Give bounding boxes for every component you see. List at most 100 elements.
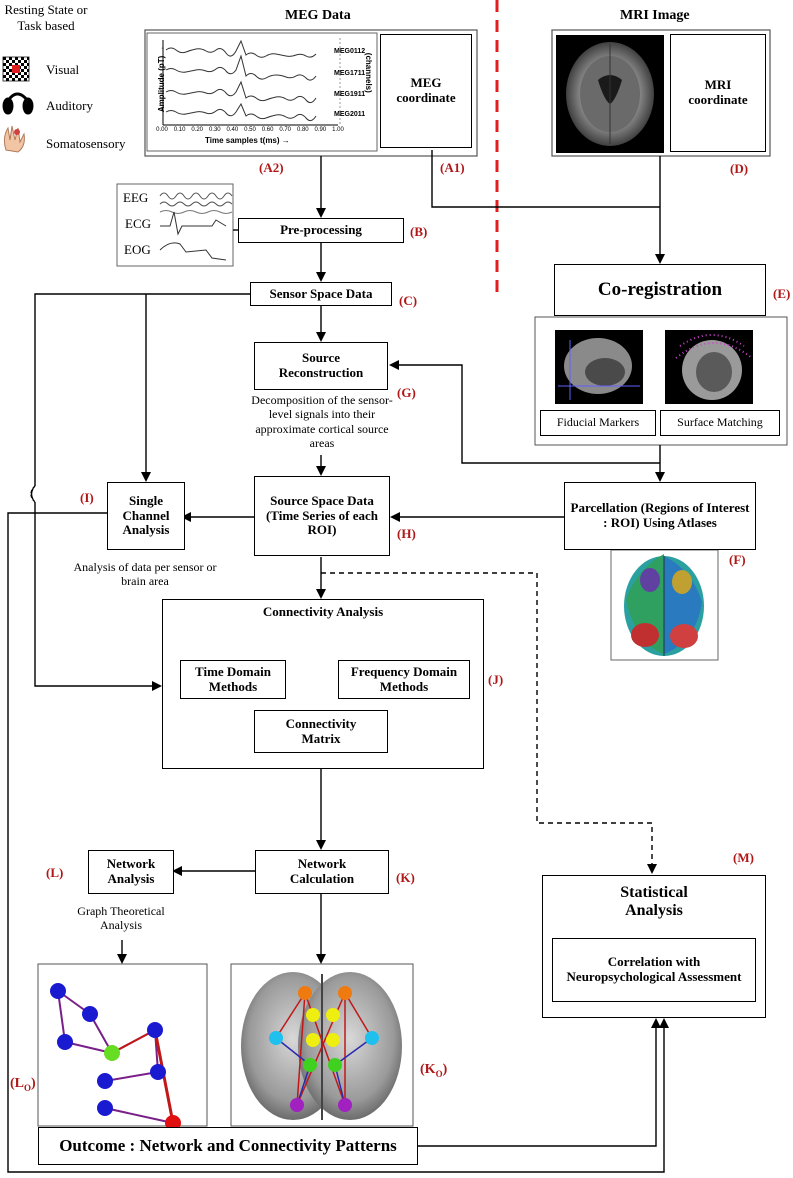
preprocessing-label: Pre-processing — [280, 222, 362, 238]
tag-l: (L) — [46, 865, 64, 880]
time-domain-label: Time Domain Methods — [195, 663, 271, 694]
brain-node — [306, 1008, 320, 1022]
graph-node — [50, 983, 66, 999]
parcellation-box: Parcellation (Regions of Interest : ROI)… — [564, 482, 756, 550]
tag-m: (M) — [733, 850, 754, 865]
mri-coordinate-box: MRI coordinate — [670, 34, 766, 152]
meg-xtick: 0.70 — [279, 127, 292, 133]
legend-auditory-label: Auditory — [46, 98, 93, 113]
meg-trace-1 — [165, 39, 317, 58]
eog-label: EOG — [124, 242, 151, 257]
graph-node — [97, 1100, 113, 1116]
graph-node — [150, 1064, 166, 1080]
tag-ko-end: ) — [442, 1062, 448, 1077]
brain-node — [365, 1031, 379, 1045]
sensor-space-label: Sensor Space Data — [269, 285, 373, 301]
graph-theory-note: Graph Theoretical Analysis — [77, 904, 165, 933]
frequency-domain-label: Frequency Domain Methods — [350, 663, 458, 694]
source-space-label: Source Space Data (Time Series of each R… — [265, 492, 379, 538]
brain-node — [290, 1098, 304, 1112]
meg-coordinate-label: MEG coordinate — [396, 75, 456, 105]
meg-xtick: 0.30 — [208, 127, 221, 133]
brain-network-image — [230, 963, 414, 1127]
tag-a2: (A2) — [259, 160, 284, 175]
legend-somatosensory-label: Somatosensory — [46, 136, 126, 151]
meg-xtick: 0.80 — [296, 127, 309, 133]
brain-node — [298, 986, 312, 1000]
artifact-signals-image — [116, 183, 234, 267]
network-graph-image — [37, 963, 208, 1131]
tag-ko-sub: O — [435, 1068, 443, 1079]
meg-channel-1: MEG0112 — [334, 48, 366, 55]
single-channel-label: Single Channel Analysis — [122, 492, 170, 538]
ecg-label: ECG — [125, 216, 151, 231]
brain-node — [338, 1098, 352, 1112]
tag-a1: (A1) — [440, 160, 465, 175]
fiducial-markers-label: Fiducial Markers — [556, 415, 640, 430]
source-reconstruction-label: Source Reconstruction — [278, 350, 364, 380]
analysis-per-note: Analysis of data per sensor or brain are… — [73, 560, 217, 589]
graph-node — [104, 1045, 120, 1061]
connectivity-matrix-label: Connectivity Matrix — [285, 715, 357, 746]
network-analysis-label: Network Analysis — [106, 856, 156, 886]
sensor-space-box: Sensor Space Data — [250, 282, 392, 306]
graph-node — [147, 1022, 163, 1038]
tag-i: (I) — [80, 490, 94, 505]
outcome-label: Outcome : Network and Connectivity Patte… — [59, 1136, 397, 1156]
tag-lo: (LO) — [10, 1076, 36, 1093]
meg-xlabel: Time samples t(ms) → — [205, 136, 290, 145]
surface-matching-box: Surface Matching — [660, 410, 780, 436]
hand-icon — [3, 125, 25, 153]
tag-c: (C) — [399, 293, 418, 308]
meg-trace-4 — [165, 102, 317, 122]
outcome-box: Outcome : Network and Connectivity Patte… — [38, 1127, 418, 1165]
legend-title: Resting State or Task based — [4, 2, 88, 33]
frequency-domain-box: Frequency Domain Methods — [338, 660, 470, 699]
meg-ylabel: Amplitude (pT) → — [157, 45, 167, 113]
meg-channel-3: MEG1911 — [334, 91, 366, 98]
network-calculation-label: Network Calculation — [289, 856, 355, 886]
brain-node — [326, 1008, 340, 1022]
tag-d: (D) — [730, 161, 749, 176]
graph-node — [82, 1006, 98, 1022]
tag-g: (G) — [397, 385, 416, 400]
tag-ko-main: (K — [420, 1062, 436, 1077]
meg-xtick: 0.10 — [173, 127, 186, 133]
mri-image-container — [551, 29, 771, 157]
tag-h: (H) — [397, 526, 416, 541]
meg-xtick: 0.00 — [156, 127, 168, 133]
brain-node — [303, 1058, 317, 1072]
meg-coordinate-box: MEG coordinate — [380, 34, 472, 148]
meg-xtick: 0.90 — [314, 127, 327, 133]
meg-trace-2 — [165, 54, 317, 81]
graph-node — [57, 1034, 73, 1050]
brain-node — [328, 1058, 342, 1072]
meg-channel-2: MEG1711 — [334, 70, 366, 77]
meg-channel-4: MEG2011 — [334, 111, 366, 118]
mri-axial-image — [556, 35, 664, 153]
tag-lo-sub: O — [24, 1082, 32, 1093]
mri-image-header: MRI Image — [620, 8, 690, 23]
meg-trace-3 — [165, 80, 317, 104]
meg-xtick: 0.40 — [226, 127, 239, 133]
parcellation-brain-image — [610, 549, 719, 661]
connectivity-analysis-label: Connectivity Analysis — [262, 604, 384, 619]
meg-data-header: MEG Data — [285, 8, 351, 23]
correlation-box: Correlation with Neuropsychological Asse… — [552, 938, 756, 1002]
preprocessing-box: Pre-processing — [238, 218, 404, 243]
statistical-analysis-label: Statistical Analysis — [620, 884, 688, 920]
tag-j: (J) — [488, 672, 504, 687]
source-reconstruction-box: Source Reconstruction — [254, 342, 388, 390]
coregistration-box: Co-registration — [554, 264, 766, 316]
tag-e: (E) — [773, 286, 791, 301]
meg-xtick: 0.50 — [244, 127, 256, 133]
meg-xtick: 1.00 — [332, 127, 344, 133]
legend-visual-label: Visual — [46, 62, 80, 77]
checkerboard-icon — [2, 56, 30, 82]
mri-coordinate-label: MRI coordinate — [688, 77, 748, 107]
meg-xtick: 0.20 — [191, 127, 204, 133]
network-calculation-box: Network Calculation — [255, 850, 389, 894]
decomposition-note: Decomposition of the sensor-level signal… — [251, 393, 393, 451]
